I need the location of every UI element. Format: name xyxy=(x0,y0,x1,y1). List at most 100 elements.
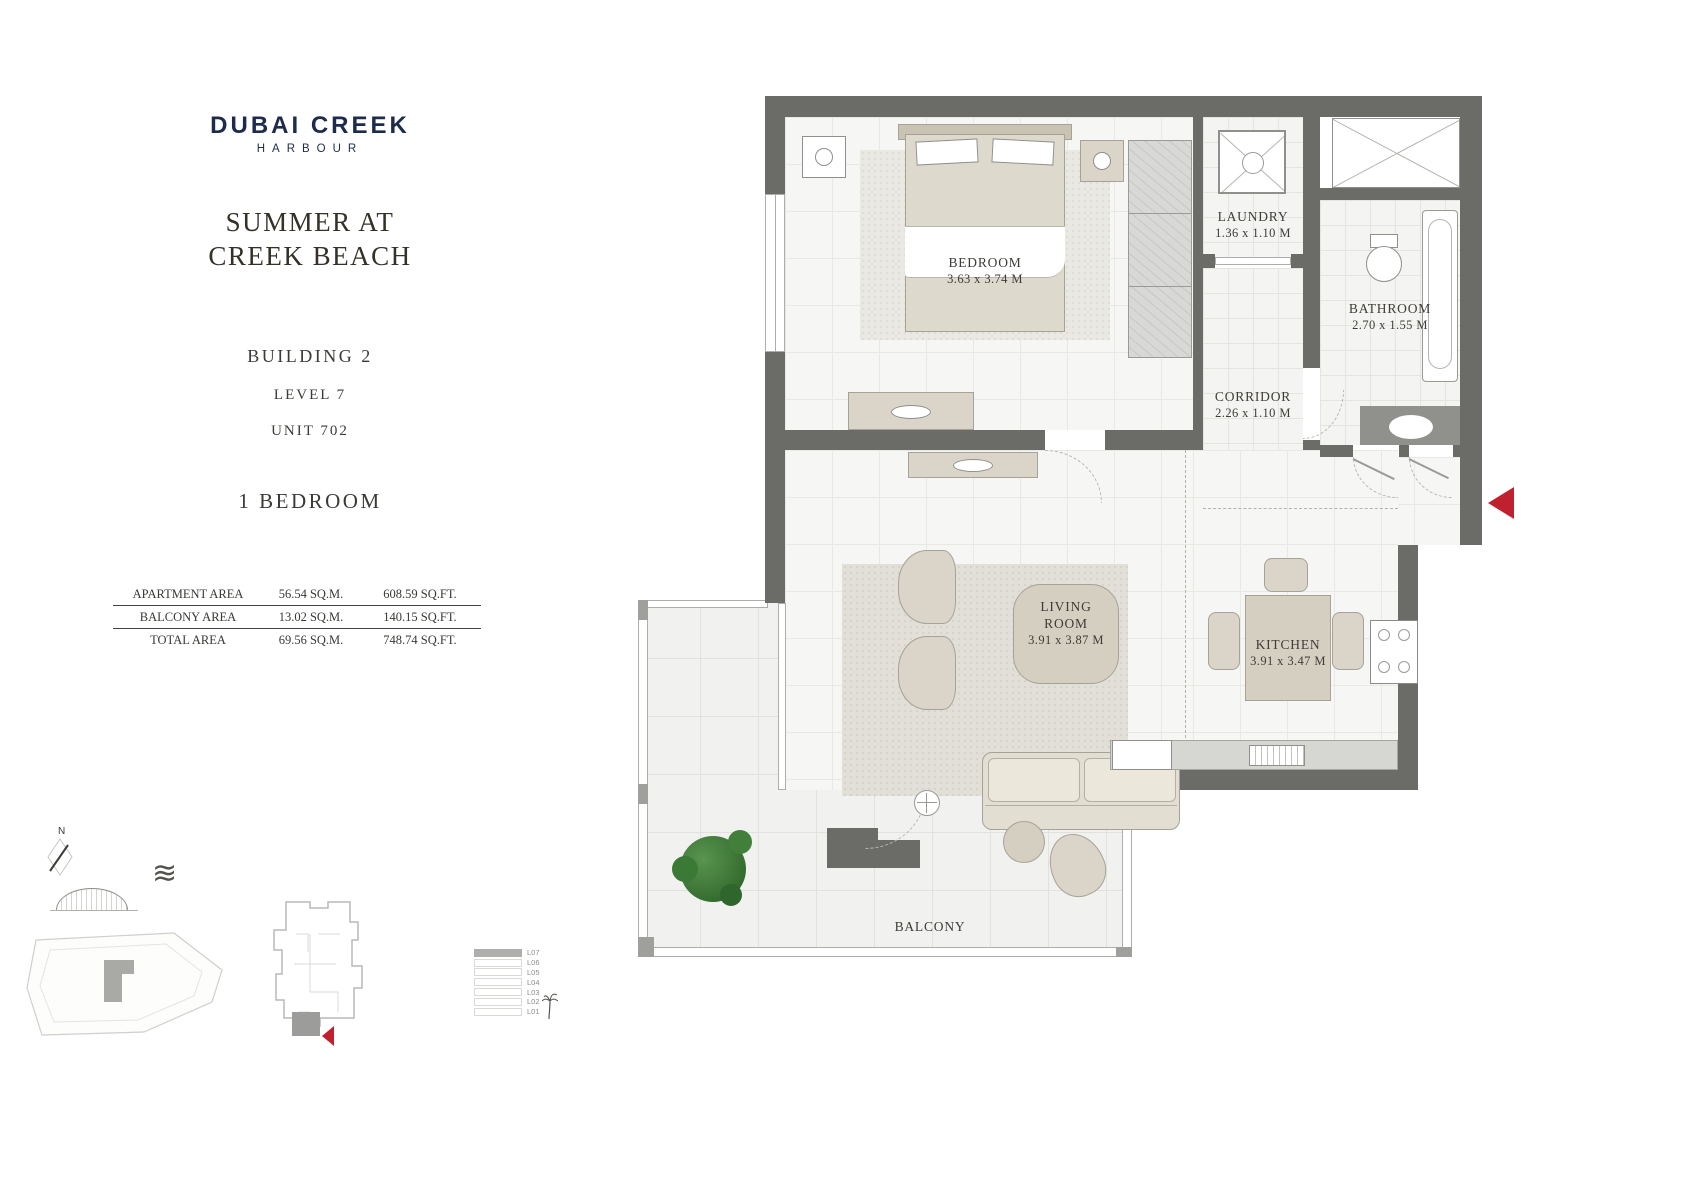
wall xyxy=(1453,445,1482,457)
legend-bar xyxy=(474,997,522,1006)
wall xyxy=(1105,430,1193,450)
living-room-label: LIVING ROOM 3.91 x 3.87 M xyxy=(1028,599,1104,647)
unit-number-label: UNIT 702 xyxy=(271,423,349,439)
legend-row: L02 xyxy=(474,997,574,1007)
kitchen-sink xyxy=(1249,745,1305,766)
corridor-floor xyxy=(1203,268,1303,450)
page-title-line2: CREEK BEACH xyxy=(208,241,412,271)
wall xyxy=(1320,188,1460,200)
pillow xyxy=(991,138,1055,166)
legend-level-label: L04 xyxy=(527,977,540,987)
wall xyxy=(765,458,785,603)
balcony-table xyxy=(1003,821,1045,863)
legend-row: L05 xyxy=(474,968,574,978)
wall xyxy=(765,96,785,194)
dining-table xyxy=(1245,595,1331,701)
sofa xyxy=(982,752,1180,830)
area-sqft: 140.15 SQ.FT. xyxy=(383,609,457,624)
legend-level-label: L06 xyxy=(527,958,540,968)
railing-post xyxy=(1116,947,1132,957)
kitchen-floor xyxy=(1193,450,1398,770)
legend-level-label: L07 xyxy=(527,948,540,958)
bathtub xyxy=(1422,210,1458,382)
nightstand xyxy=(1080,140,1124,182)
corridor-label: CORRIDOR 2.26 x 1.10 M xyxy=(1214,389,1292,420)
washing-machine xyxy=(1218,130,1286,194)
dining-chair xyxy=(1332,612,1364,670)
railing-post xyxy=(638,784,648,804)
wall xyxy=(1291,254,1303,268)
coffee-table xyxy=(1013,584,1119,684)
area-sqft: 608.59 SQ.FT. xyxy=(383,586,457,601)
wardrobe xyxy=(1128,140,1192,358)
plant xyxy=(672,830,752,906)
compass-icon: N xyxy=(42,826,82,878)
floor-plan: BEDROOM 3.63 x 3.74 M LAUNDRY 1.36 x 1.1… xyxy=(620,88,1530,983)
wall xyxy=(1399,445,1409,457)
area-row-label: TOTAL AREA xyxy=(150,632,226,647)
legend-level-label: L01 xyxy=(527,1007,540,1017)
legend-row: L06 xyxy=(474,958,574,968)
legend-bar xyxy=(474,988,522,997)
table-row: BALCONY AREA 13.02 SQ.M. 140.15 SQ.FT. xyxy=(113,606,481,629)
legend-level-label: L05 xyxy=(527,967,540,977)
linen-closet xyxy=(1332,118,1460,188)
tv-console xyxy=(908,452,1038,478)
entrance-arrow-icon xyxy=(1488,487,1514,519)
armchair xyxy=(898,550,956,624)
wall xyxy=(1320,445,1353,457)
level-label: LEVEL 7 xyxy=(273,387,347,403)
palm-icon xyxy=(541,990,559,1025)
area-row-label: APARTMENT AREA xyxy=(132,586,244,601)
wall xyxy=(1105,770,1418,790)
laundry-label: LAUNDRY 1.36 x 1.10 M xyxy=(1215,209,1291,240)
highlighted-unit xyxy=(292,1012,320,1036)
guide-line xyxy=(1185,450,1186,768)
compass-north-label: N xyxy=(58,826,66,837)
legend-level-label: L02 xyxy=(527,997,540,1007)
page-title-line1: SUMMER AT xyxy=(225,207,395,237)
kitchen-label: KITCHEN 3.91 x 3.47 M xyxy=(1250,637,1326,668)
legend-row: L07 xyxy=(474,948,574,958)
legend-row: L04 xyxy=(474,977,574,987)
balcony-window xyxy=(778,603,786,790)
floor-lamp xyxy=(914,790,940,816)
area-sqm: 13.02 SQ.M. xyxy=(278,609,344,624)
bed xyxy=(898,124,1072,336)
wall xyxy=(1203,254,1215,268)
brand-logo: DUBAI CREEK HARBOUR xyxy=(175,112,445,155)
pillow xyxy=(915,138,979,166)
bridge-icon xyxy=(50,886,138,914)
legend-bar xyxy=(474,1007,522,1016)
railing-post xyxy=(638,937,654,957)
key-plan xyxy=(256,894,382,1049)
guide-line xyxy=(1203,508,1398,509)
legend-bar xyxy=(474,978,522,987)
toilet xyxy=(1366,234,1402,282)
fridge xyxy=(1112,740,1172,770)
bedroom-label: BEDROOM 3.63 x 3.74 M xyxy=(947,255,1023,286)
brand-subname: HARBOUR xyxy=(256,143,364,155)
area-table: APARTMENT AREA 56.54 SQ.M. 608.59 SQ.FT.… xyxy=(113,583,481,651)
dining-chair xyxy=(1264,558,1308,592)
area-sqm: 56.54 SQ.M. xyxy=(278,586,344,601)
building-label: BUILDING 2 xyxy=(247,346,373,366)
bed-sheet xyxy=(905,226,1065,278)
wall xyxy=(1460,96,1482,545)
wall xyxy=(1303,440,1320,450)
level-legend: L07 L06 L05 L04 L03 L02 L01 xyxy=(474,948,574,1030)
sink xyxy=(1388,414,1434,440)
stove xyxy=(1370,620,1418,684)
balcony-railing xyxy=(638,947,1132,957)
bathroom-label: BATHROOM 2.70 x 1.55 M xyxy=(1348,301,1432,332)
brand-name: DUBAI CREEK xyxy=(210,112,410,139)
legend-row: L03 xyxy=(474,987,574,997)
waves-icon: ≋ xyxy=(152,856,178,891)
dresser xyxy=(848,392,974,430)
balcony-railing xyxy=(638,600,768,608)
laundry-door xyxy=(1215,257,1291,265)
wall xyxy=(1193,117,1203,450)
unit-type-label: 1 BEDROOM xyxy=(238,489,382,513)
legend-row: L01 xyxy=(474,1007,574,1017)
dining-chair xyxy=(1208,612,1240,670)
